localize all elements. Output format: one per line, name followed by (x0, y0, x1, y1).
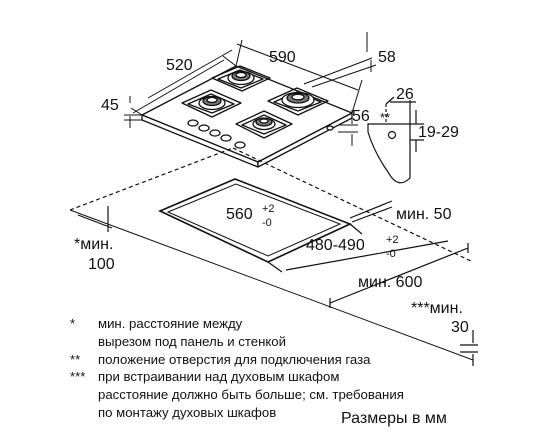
burner-back-right (267, 87, 329, 116)
hob-dimension-lines (124, 32, 377, 146)
dim-min-30-label: ***мин. (411, 300, 463, 317)
dim-cutout-depth: 480-490 (306, 237, 365, 254)
cutout-depth-tol-minus: -0 (386, 248, 396, 260)
note-2: ** положение отверстия для подключения г… (70, 351, 490, 369)
hob-drawing (141, 65, 353, 168)
gas-hole (387, 130, 397, 140)
burner-back-left (211, 65, 271, 92)
note-1-line-2: вырезом под панель и стенкой (98, 333, 287, 349)
control-knobs (187, 119, 334, 149)
dim-19-29: 19-29 (418, 124, 459, 141)
cutout-width-tol-plus: +2 (262, 203, 275, 215)
profile-outline (367, 123, 411, 184)
dim-min-600: мин. 600 (358, 274, 422, 291)
side-profile (367, 96, 424, 184)
note-3-line-3: по монтажу духовых шкафов (98, 404, 277, 420)
note-1-line-1: мин. расстояние между (98, 316, 243, 331)
cutout-width-value: 560 (226, 206, 253, 223)
note-1: * мин. расстояние между (70, 315, 490, 333)
gas-hole-mark: ** (380, 110, 390, 125)
dim-590: 590 (269, 49, 296, 66)
cutout-width-tol-minus: -0 (262, 217, 272, 229)
dim-58: 58 (378, 49, 396, 66)
units-caption: Размеры в мм (341, 410, 447, 427)
burner-front-right (235, 110, 293, 139)
dim-45: 45 (101, 97, 119, 114)
burner-front-left (181, 89, 242, 118)
countertop-drawing (69, 147, 478, 366)
footnotes: * мин. расстояние между вырезом под пане… (70, 315, 490, 422)
dim-520: 520 (166, 57, 193, 74)
dim-min-30-value: 30 (451, 319, 469, 336)
note-3: *** при встраивании над духовым шкафом (70, 368, 490, 386)
dim-26: 26 (396, 86, 414, 103)
note-2-line-1: положение отверстия для подключения газа (98, 351, 371, 367)
dim-min-100-label: *мин. (74, 236, 113, 253)
cutout-depth-value: 480-490 (306, 237, 365, 254)
dim-cutout-width: 560 (226, 206, 253, 223)
note-1-mark: * (70, 316, 76, 331)
dim-min-100-value: 100 (88, 256, 115, 273)
note-3-mark: *** (70, 369, 86, 385)
note-2-mark: ** (70, 351, 81, 367)
dim-min-50: мин. 50 (396, 206, 452, 223)
note-3-line-2: расстояние должно быть больше; см. требо… (98, 387, 404, 403)
note-3-line-1: при встраивании над духовым шкафом (98, 369, 340, 385)
cutout-depth-tol-plus: +2 (386, 234, 399, 246)
dim-56: 56 (352, 108, 370, 125)
